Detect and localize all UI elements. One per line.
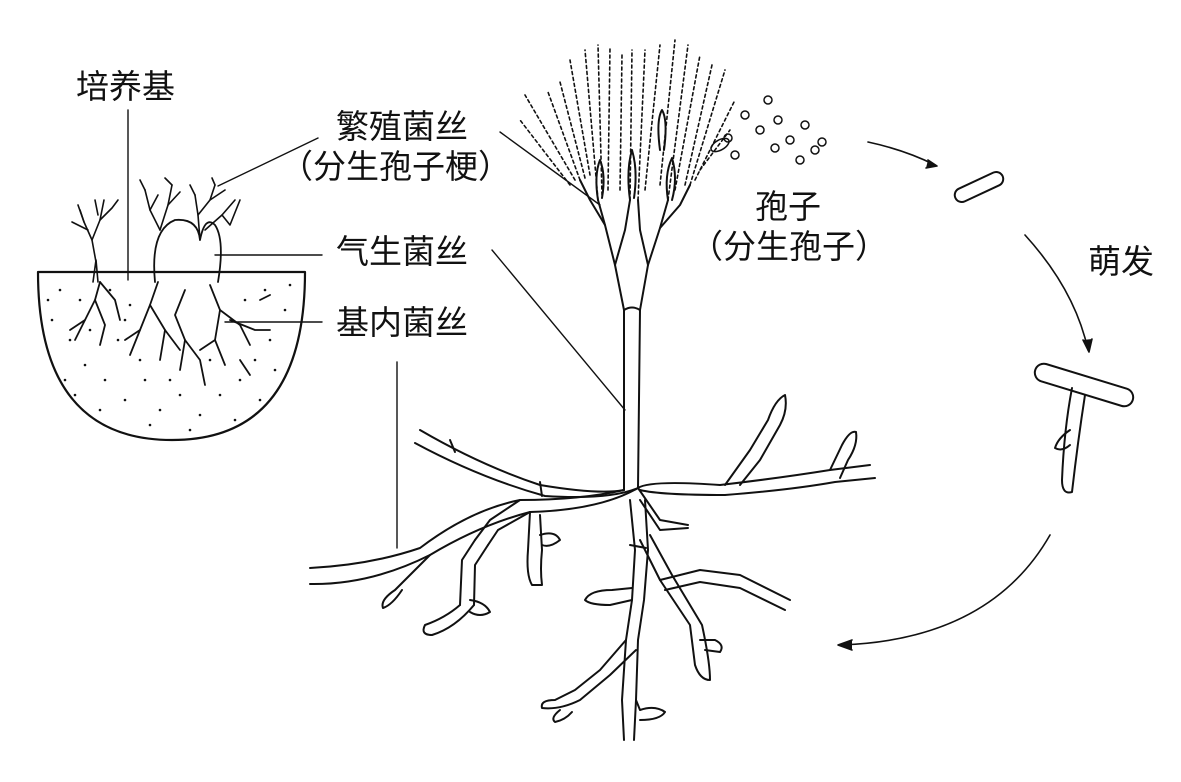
germination-cycle xyxy=(837,141,1135,651)
label-germination: 萌发 xyxy=(1088,242,1154,281)
label-substrate-hyphae: 基内菌丝 xyxy=(336,303,468,342)
spore-chains xyxy=(519,39,736,201)
medium-stipple xyxy=(46,283,292,432)
substrate-hyphae xyxy=(309,394,876,741)
germinating-spore xyxy=(1033,362,1135,494)
label-aerial-hyphae: 气生菌丝 xyxy=(336,232,468,271)
label-conidium: （分生孢子） xyxy=(690,227,888,266)
culture-dish xyxy=(36,177,307,442)
leader-aerial-right xyxy=(491,249,626,411)
dish-reproductive-hyphae xyxy=(71,177,241,263)
arrow-right xyxy=(1024,234,1089,351)
label-reproductive-hyphae: 繁殖菌丝 xyxy=(336,107,468,146)
released-spores xyxy=(710,95,827,165)
arrow-top xyxy=(867,141,936,166)
label-conidiophore: （分生孢子梗） xyxy=(280,147,511,186)
label-spore: 孢子 xyxy=(755,187,821,226)
arrow-bottom xyxy=(839,534,1051,646)
leader-lines xyxy=(127,109,626,549)
leader-reproductive-left xyxy=(217,137,319,187)
dish-substrate-hyphae xyxy=(69,281,271,386)
leader-reproductive-right xyxy=(499,131,601,206)
main-organism xyxy=(309,39,876,741)
label-medium: 培养基 xyxy=(76,67,175,106)
single-spore xyxy=(953,170,1005,204)
